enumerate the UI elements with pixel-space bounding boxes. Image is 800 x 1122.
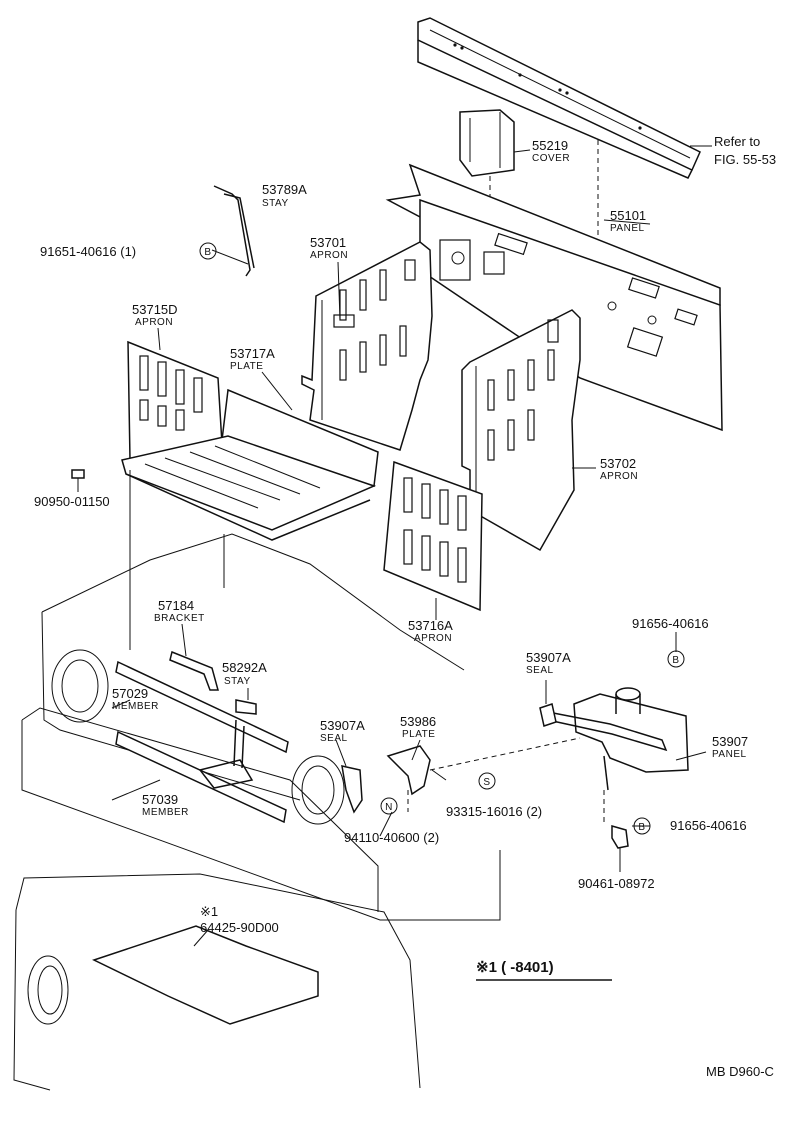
- label-53717a-name: PLATE: [230, 361, 263, 372]
- panel-53907: [547, 687, 689, 791]
- plate-53717a: [121, 388, 379, 541]
- label-64425-number: 64425-90D00: [200, 920, 279, 935]
- vehicle-body: [21, 470, 501, 921]
- label-53716a-number: 53716A: [408, 618, 453, 633]
- member-57029: [115, 660, 289, 754]
- label-90461-number: 90461-08972: [578, 876, 655, 891]
- footnote: ※1 ( -8401): [476, 959, 554, 976]
- label-58292a-number: 58292A: [222, 660, 267, 675]
- symbol-b-91656-bottom: B: [633, 817, 651, 835]
- label-53907a-right-number: 53907A: [526, 650, 571, 665]
- label-90950-number: 90950-01150: [34, 494, 110, 509]
- label-93315-number: 93315-16016 (2): [446, 804, 542, 819]
- cover-55219: [459, 109, 515, 177]
- symbol-s-93315: S: [478, 772, 496, 790]
- label-53907a-left-name: SEAL: [320, 733, 348, 744]
- symbol-b-91651-label: B: [204, 247, 211, 258]
- label-57039-name: MEMBER: [142, 807, 189, 818]
- label-53701-name: APRON: [310, 250, 348, 261]
- clip-90461: [611, 825, 629, 849]
- label-64425-mark: ※1: [200, 904, 218, 919]
- leader-lines: [77, 145, 712, 947]
- plate-53986: [386, 745, 431, 796]
- label-91651-number: 91651-40616 (1): [40, 244, 136, 259]
- label-53702-number: 53702: [600, 456, 636, 471]
- stay-53789a: [213, 185, 255, 277]
- label-53715d-number: 53715D: [132, 302, 178, 317]
- mat-64425: [13, 873, 421, 1091]
- label-57184-number: 57184: [158, 598, 194, 613]
- label-55219-number: 55219: [532, 138, 568, 153]
- refer-line1: Refer to: [714, 134, 760, 149]
- drawing-code: MB D960-C: [706, 1064, 774, 1079]
- label-53986-number: 53986: [400, 714, 436, 729]
- member-57039: [115, 719, 287, 824]
- stay-58292a: [235, 699, 257, 715]
- symbol-b-91651: B: [199, 242, 217, 260]
- bracket-57184: [169, 650, 219, 691]
- label-57029-number: 57029: [112, 686, 148, 701]
- label-53716a-name: APRON: [414, 633, 452, 644]
- label-57184-name: BRACKET: [154, 613, 205, 624]
- seal-53907a-right: [539, 703, 557, 727]
- top-rail: [417, 17, 701, 179]
- label-53702-name: APRON: [600, 471, 638, 482]
- label-53907a-right-name: SEAL: [526, 665, 554, 676]
- label-91656-bottom-number: 91656-40616: [670, 818, 747, 833]
- label-53715d-name: APRON: [135, 317, 173, 328]
- apron-53701: [301, 241, 433, 451]
- label-53789a-number: 53789A: [262, 182, 307, 197]
- label-53986-name: PLATE: [402, 729, 435, 740]
- label-53789a-name: STAY: [262, 198, 289, 209]
- label-57039-number: 57039: [142, 792, 178, 807]
- symbol-b-91656-top-label: B: [672, 655, 679, 666]
- label-55219-name: COVER: [532, 153, 570, 164]
- fastener-90950: [71, 469, 85, 479]
- symbol-n-94110: N: [380, 797, 398, 815]
- label-94110-number: 94110-40600 (2): [344, 830, 439, 845]
- seal-53907a-left: [341, 765, 363, 814]
- symbol-n-94110-label: N: [385, 802, 393, 813]
- apron-53702: [461, 309, 581, 552]
- label-91656-top-number: 91656-40616: [632, 616, 709, 631]
- label-53907-name: PANEL: [712, 749, 747, 760]
- label-55101-name: PANEL: [610, 223, 645, 234]
- symbol-b-91656-bottom-label: B: [638, 822, 645, 833]
- label-57029-name: MEMBER: [112, 701, 159, 712]
- symbol-s-93315-label: S: [483, 777, 490, 788]
- label-53717a-number: 53717A: [230, 346, 275, 361]
- label-55101-number: 55101: [610, 208, 646, 223]
- label-53907a-left-number: 53907A: [320, 718, 365, 733]
- symbol-b-91656-top: B: [667, 650, 685, 668]
- apron-53716a: [383, 460, 483, 612]
- label-58292a-name: STAY: [224, 676, 251, 687]
- label-53701-number: 53701: [310, 235, 346, 250]
- label-53907-number: 53907: [712, 734, 748, 749]
- refer-line2: FIG. 55-53: [714, 152, 776, 167]
